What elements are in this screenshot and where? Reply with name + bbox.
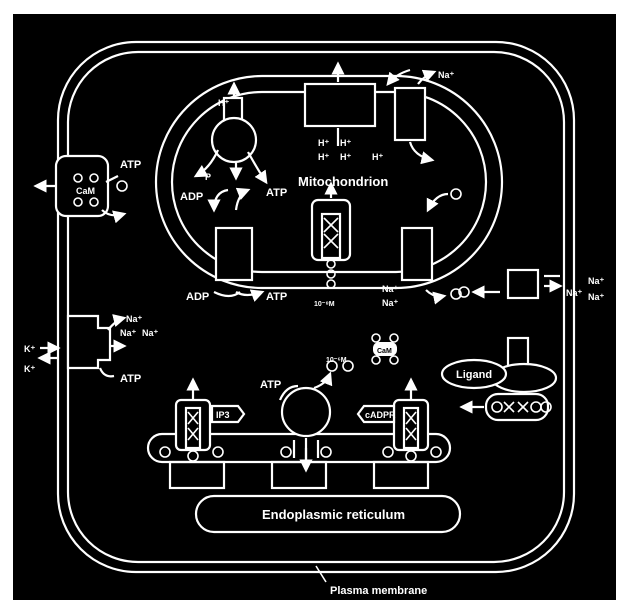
na-label-mito-2: Na⁺: [382, 298, 399, 308]
na-label-pm-2: Na⁺: [120, 328, 137, 338]
h-label-2: H⁺: [318, 138, 329, 148]
ryanodine-receptor: [358, 380, 441, 461]
cam-free-label: CaM: [377, 348, 392, 355]
na-label-right-2: Na⁺: [588, 276, 605, 286]
na-label-right-1: Na⁺: [566, 288, 583, 298]
adp-label-mito-bottom: ADP: [186, 291, 209, 303]
cam-label: CaM: [76, 186, 95, 196]
na-label-mito-1: Na⁺: [382, 284, 399, 294]
atp-label-nak: ATP: [120, 373, 141, 385]
h-label-6: H⁺: [372, 152, 383, 162]
h-label-3: H⁺: [340, 138, 351, 148]
conc-label-cytosol: 10⁻⁶M: [326, 357, 347, 364]
plasma-membrane-pointer: [316, 566, 326, 582]
mito-atp-synthase: [196, 84, 266, 182]
mitochondrion-label: Mitochondrion: [298, 174, 388, 189]
ip3-label: IP3: [216, 410, 230, 420]
er-label: Endoplasmic reticulum: [262, 507, 405, 522]
ip3-receptor: [160, 380, 244, 461]
atp-label-pmca: ATP: [120, 159, 141, 171]
ligand-label: Ligand: [456, 369, 492, 381]
plasma-na-ca-exchanger: [459, 270, 560, 298]
cadpr-label: cADPR: [365, 410, 396, 420]
k-label-2: K⁺: [24, 364, 35, 374]
h-label-5: H⁺: [340, 152, 351, 162]
h-label-1: H⁺: [218, 98, 229, 108]
k-label-1: K⁺: [24, 344, 35, 354]
conc-label-mito: 10⁻⁸M: [314, 301, 335, 308]
atp-label-mito-bottom: ATP: [266, 291, 287, 303]
plasma-membrane-label: Plasma membrane: [330, 585, 427, 597]
atp-label-mito-top: ATP: [266, 187, 287, 199]
na-k-atpase: [40, 316, 124, 376]
serca-pump: [280, 361, 353, 470]
adp-label-mito-top: ADP: [180, 191, 203, 203]
na-label-mito-top: Na⁺: [438, 70, 455, 80]
mito-adp-atp-translocator: [214, 190, 262, 296]
mito-na-exchanger-top: [388, 70, 434, 160]
na-label-right-3: Na⁺: [588, 292, 605, 302]
p-label: P: [205, 172, 211, 182]
atp-label-serca: ATP: [260, 379, 281, 391]
na-label-pm-1: Na⁺: [126, 314, 143, 324]
h-label-4: H⁺: [318, 152, 329, 162]
na-label-pm-3: Na⁺: [142, 328, 159, 338]
